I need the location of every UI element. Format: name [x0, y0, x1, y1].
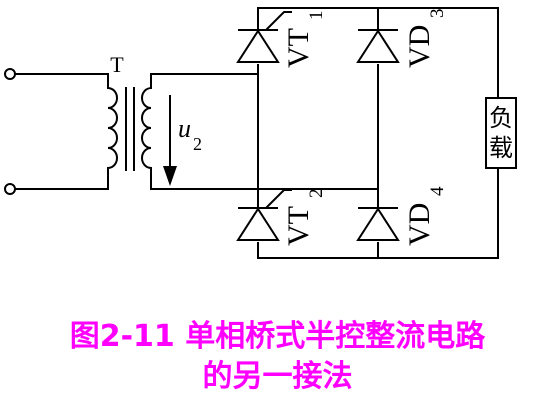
vt1-subscript: 1 [306, 11, 327, 21]
primary-wire-bottom [14, 171, 109, 190]
primary-winding [106, 86, 118, 173]
vd4-subscript: 4 [427, 186, 448, 196]
voltage-arrow [163, 95, 177, 186]
vd3-label: VD [403, 25, 436, 68]
secondary-wire-top [150, 73, 259, 89]
diode-vd3 [356, 29, 400, 64]
secondary-winding [141, 86, 153, 173]
vd3-subscript: 3 [427, 9, 448, 19]
thyristor-vt2 [236, 189, 292, 242]
load-label-line1: 负 [489, 104, 513, 132]
input-terminal-bottom [4, 183, 16, 195]
primary-wire-top [14, 73, 109, 89]
voltage-label: u [178, 114, 191, 143]
vt1-label: VT [282, 28, 315, 68]
vd4-label: VD [403, 203, 436, 246]
diode-vd4 [356, 207, 400, 242]
vt2-label: VT [282, 206, 315, 246]
figure-caption-line-2: 的另一接法 [202, 359, 353, 394]
load-label-line2: 载 [489, 134, 513, 162]
input-terminal-top [4, 68, 16, 80]
vt2-subscript: 2 [306, 189, 327, 199]
figure-caption-line-1: 图2-11 单相桥式半控整流电路 [69, 319, 486, 354]
transformer-label: T [110, 52, 124, 77]
voltage-subscript: 2 [193, 134, 202, 154]
load-box [485, 97, 517, 169]
thyristor-vt1 [236, 11, 292, 64]
secondary-wire-bottom [150, 171, 259, 190]
